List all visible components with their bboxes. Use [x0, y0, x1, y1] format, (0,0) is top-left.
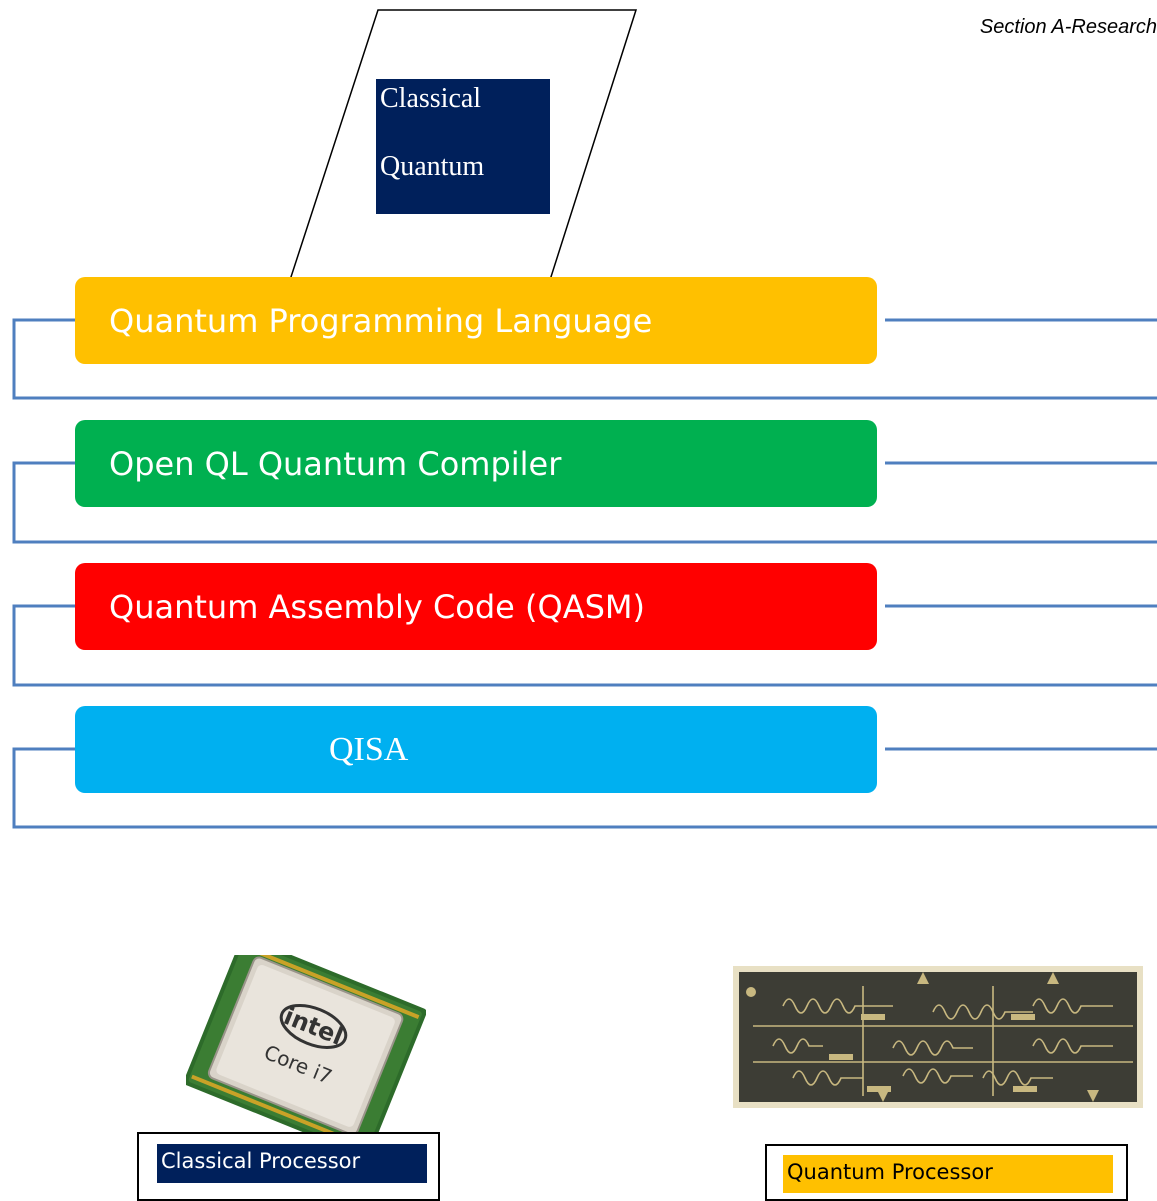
connector-left-1 [12, 461, 1157, 544]
quantum-chip-image [733, 966, 1143, 1112]
layer-openql-compiler: Open QL Quantum Compiler [75, 420, 877, 507]
connector-left-2 [12, 604, 1157, 687]
language-quantum-label: Quantum [380, 151, 485, 182]
language-classical-label: Classical [380, 83, 482, 114]
classical-processor-frame: Classical Processor [137, 1132, 440, 1201]
layer-label: Open QL Quantum Compiler [109, 444, 562, 483]
cpu-chip-image: intel Core i7 [183, 936, 427, 1158]
layer-quantum-programming-language: Quantum Programming Language [75, 277, 877, 364]
connector-left-0 [12, 318, 1157, 400]
quantum-processor-frame: Quantum Processor [765, 1144, 1128, 1201]
quantum-processor-label: Quantum Processor [783, 1155, 1113, 1193]
layer-label: Quantum Programming Language [109, 301, 653, 340]
layer-connectors [12, 318, 1157, 829]
language-box: Classical Quantum [376, 79, 550, 214]
connector-left-3 [12, 747, 1157, 829]
layer-label: QISA [329, 730, 409, 768]
classical-processor-label: Classical Processor [157, 1144, 427, 1183]
section-header: Section A-Research [979, 16, 1157, 38]
layer-qasm: Quantum Assembly Code (QASM) [75, 563, 877, 650]
layer-label: Quantum Assembly Code (QASM) [109, 587, 645, 626]
layer-qisa: QISA [75, 706, 877, 793]
